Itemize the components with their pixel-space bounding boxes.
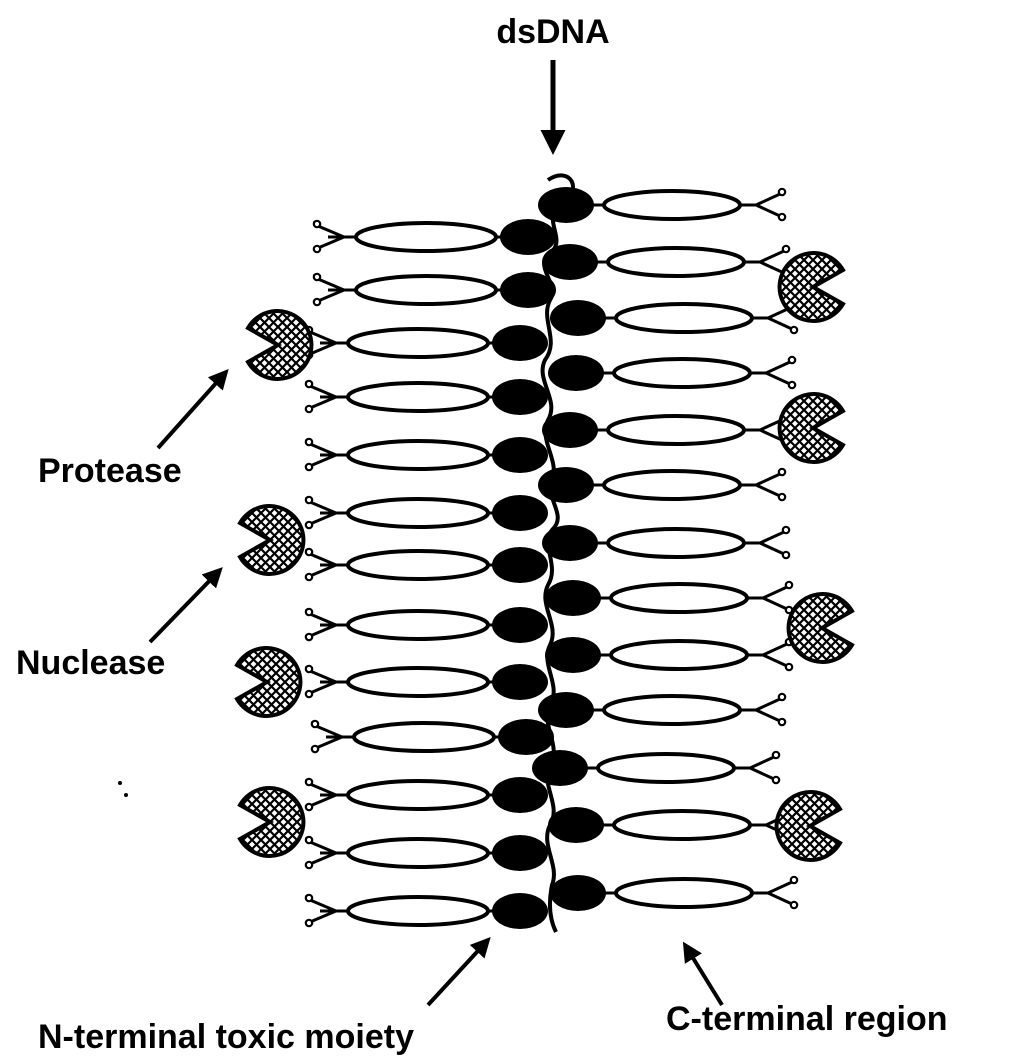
left-protomer [306, 495, 548, 531]
right-protomer [550, 300, 797, 336]
nuclease-enzyme [240, 506, 303, 574]
right-protomer [538, 692, 785, 728]
nuclease-label: Nuclease [16, 644, 165, 682]
right-protomer [538, 467, 785, 503]
nuclease-enzyme [789, 594, 852, 662]
scan-speck [124, 793, 128, 797]
c-terminal-arrow [685, 945, 722, 1005]
left-protomer [306, 777, 548, 813]
protease-arrow [158, 372, 226, 448]
right-protomer [542, 525, 789, 561]
right-protomer [538, 187, 785, 223]
left-protomer [306, 379, 548, 415]
left-protomer-column [306, 219, 556, 929]
left-protomer [312, 719, 554, 755]
nuclease-enzyme [780, 394, 843, 462]
protease-enzyme [777, 792, 840, 860]
protease-enzyme [780, 253, 843, 321]
right-protomer [548, 355, 795, 391]
right-protomer [545, 580, 792, 616]
left-protomer [306, 607, 548, 643]
protease-enzyme [237, 648, 300, 716]
right-protomer [542, 244, 789, 280]
nuclease-arrow [150, 570, 220, 642]
left-protomer [306, 325, 548, 361]
nuclease-enzyme [240, 788, 303, 856]
right-protomer [542, 412, 789, 448]
right-protomer [550, 875, 797, 911]
scan-speck [118, 781, 122, 785]
n-terminal-arrow [428, 940, 488, 1005]
left-protomer [306, 547, 548, 583]
n-terminal-label: N-terminal toxic moiety [38, 1018, 414, 1056]
dsdna-label: dsDNA [496, 13, 609, 51]
right-protomer-column [532, 187, 797, 911]
left-protomer [314, 272, 556, 308]
right-protomer [532, 750, 779, 786]
right-protomer [548, 807, 795, 843]
left-protomer [306, 835, 548, 871]
protease-enzyme [248, 311, 311, 379]
left-protomer [306, 893, 548, 929]
right-protomer [545, 637, 792, 673]
left-protomer [306, 437, 548, 473]
left-protomer [314, 219, 556, 255]
protease-label: Protease [38, 452, 182, 490]
c-terminal-label: C-terminal region [666, 1000, 947, 1038]
left-protomer [306, 664, 548, 700]
